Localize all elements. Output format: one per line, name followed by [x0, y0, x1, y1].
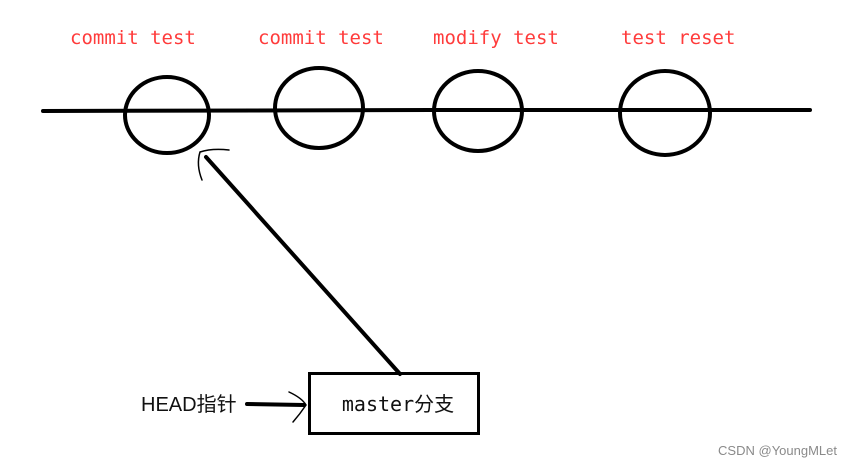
- commit-node-3: [432, 69, 524, 153]
- master-branch-box: master分支: [308, 372, 480, 435]
- head-pointer-arrowhead: [288, 391, 307, 423]
- commit-label-3: modify test: [433, 27, 559, 49]
- master-branch-label: master分支: [341, 391, 455, 416]
- branch-pointer-arrowhead: [197, 148, 230, 181]
- branch-pointer-arrow: [204, 155, 402, 376]
- watermark: CSDN @YoungMLet: [718, 443, 837, 458]
- commit-node-2: [273, 66, 365, 150]
- commit-label-1: commit test: [70, 27, 196, 49]
- timeline-line: [41, 108, 812, 113]
- head-pointer-label: HEAD指针: [141, 394, 237, 416]
- commit-node-1: [123, 75, 211, 155]
- commit-label-4: test reset: [621, 27, 736, 49]
- commit-node-4: [618, 69, 712, 157]
- head-pointer-arrow: [245, 402, 306, 407]
- commit-label-2: commit test: [258, 27, 384, 49]
